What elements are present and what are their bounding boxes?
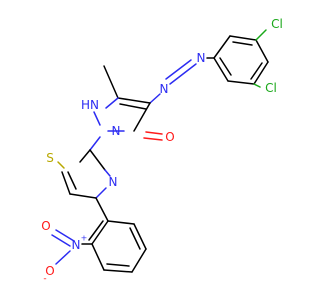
bond (104, 169, 111, 177)
bond (55, 229, 75, 242)
bond (145, 131, 163, 135)
sulfur-atom-label: S (46, 151, 54, 165)
bond (106, 263, 130, 267)
bond (119, 103, 147, 110)
bond (51, 234, 71, 247)
nitro-oxygen-label: O (41, 219, 50, 233)
bond (95, 197, 109, 222)
bond (149, 93, 161, 104)
bond (103, 269, 133, 273)
bond (79, 149, 91, 163)
chlorine-atom-label: Cl (271, 17, 283, 31)
nitro-oxygen-label: O (45, 264, 54, 278)
bond (255, 39, 269, 63)
bond (103, 65, 119, 99)
atom-labels: Cl Cl N N HN N O S N N + O O - (41, 17, 283, 284)
nh-atom-label: HN (81, 98, 99, 112)
pyrazole-nitrogen-label: N (112, 124, 121, 138)
thiazole-nitrogen-label: N (109, 175, 118, 189)
bond (131, 248, 147, 273)
bond (253, 83, 261, 88)
bond (91, 220, 109, 245)
bond (169, 63, 197, 85)
bond (89, 149, 106, 171)
chlorine-atom-label: Cl (265, 81, 277, 95)
bond (232, 41, 253, 46)
bond (227, 80, 255, 85)
bond (117, 97, 151, 104)
bond (67, 171, 77, 190)
bond (143, 137, 163, 141)
azo-nitrogen-label: N (160, 82, 169, 96)
bond (213, 35, 231, 59)
bond (219, 57, 232, 76)
bond (55, 250, 71, 265)
bond (91, 243, 105, 271)
bond (95, 187, 107, 199)
molecule-structure: Cl Cl N N HN N O S N N + O O - (41, 17, 283, 284)
bond (213, 57, 229, 82)
bond (93, 111, 101, 126)
bond (88, 220, 104, 241)
bond (229, 35, 257, 41)
bond (255, 29, 267, 41)
bonds (51, 29, 269, 273)
bond (253, 61, 269, 85)
nitro-nitrogen-label: N (72, 238, 81, 252)
bond (133, 102, 151, 132)
nitro-plus-sign: + (81, 234, 88, 243)
bond (89, 136, 101, 151)
bond (57, 161, 65, 169)
bond (165, 59, 192, 80)
carbonyl-oxygen-label: O (165, 130, 174, 144)
azo-nitrogen-label: N (197, 51, 206, 65)
bond (129, 227, 141, 250)
nitro-minus-sign: - (43, 274, 46, 284)
bond (107, 220, 135, 225)
bond (69, 193, 97, 199)
bond (105, 97, 119, 109)
bond (61, 171, 71, 195)
bond (133, 223, 147, 250)
bond (250, 62, 263, 80)
